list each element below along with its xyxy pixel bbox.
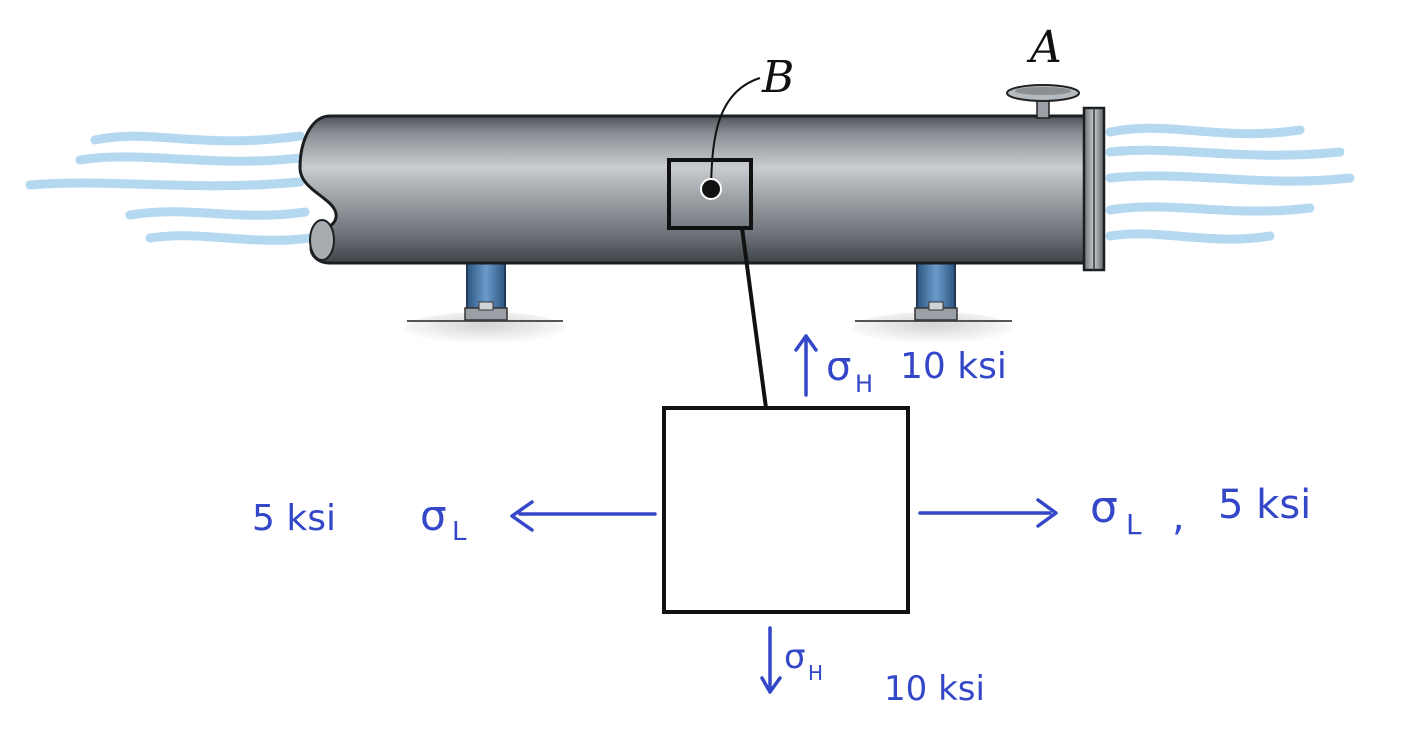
handwritten-annotations <box>510 334 1058 694</box>
top-hoop-value: 10 ksi <box>900 346 1007 387</box>
left-long-annotation: 5 ksi σ L <box>252 491 467 547</box>
point-label: B <box>761 52 794 103</box>
top-hoop-subscript: H <box>855 370 873 398</box>
bottom-sigma: σ <box>784 637 806 677</box>
ground-pads <box>405 312 1013 344</box>
left-long-subscript: L <box>452 517 467 547</box>
right-comma: , <box>1172 494 1185 540</box>
pipe-body <box>298 114 1087 265</box>
top-sigma: σ <box>826 344 851 390</box>
bottom-arrow-head <box>760 676 782 694</box>
steam-right <box>1105 123 1355 244</box>
left-sigma: σ <box>420 491 447 540</box>
top-arrow-head <box>794 334 818 352</box>
valve-label: A <box>1026 22 1062 73</box>
pipe-flange <box>1082 106 1106 272</box>
element-box-on-pipe <box>667 158 753 230</box>
top-hoop-annotation: σ H 10 ksi <box>826 344 1007 398</box>
connector-line <box>740 227 768 409</box>
bottom-hoop-subscript: H <box>808 661 823 685</box>
left-arrow-head <box>510 500 534 532</box>
right-arrow-head <box>1036 498 1058 528</box>
point-b-marker <box>700 178 722 200</box>
right-long-subscript: L <box>1126 508 1142 541</box>
right-long-annotation: σ L , 5 ksi <box>1090 482 1311 541</box>
bottom-hoop-value: 10 ksi <box>884 669 985 709</box>
right-long-value: 5 ksi <box>1218 482 1311 528</box>
left-long-value: 5 ksi <box>252 498 336 539</box>
steam-left <box>25 131 315 245</box>
stress-element <box>662 406 910 614</box>
valve-handle <box>1006 84 1080 119</box>
right-sigma: σ <box>1090 482 1118 533</box>
bottom-hoop-annotation: σ H 10 ksi <box>784 637 985 709</box>
point-b-leader <box>710 77 761 189</box>
